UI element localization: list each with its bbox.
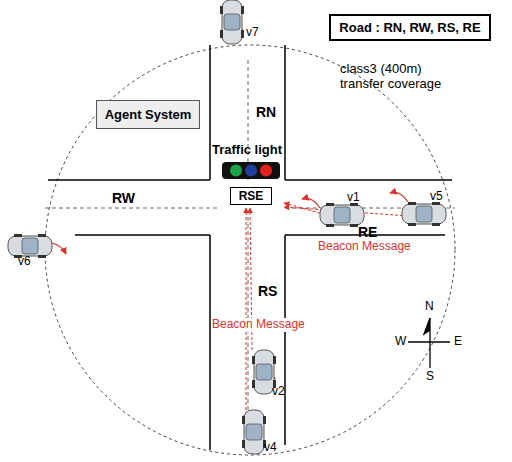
- node-text: RSE: [239, 189, 264, 203]
- node-text: Road : RN, RW, RS, RE: [339, 20, 480, 35]
- road-name: RE: [358, 224, 377, 240]
- node-text: Agent System: [105, 107, 192, 122]
- compass-letter: S: [426, 370, 434, 384]
- vehicle-id: v1: [347, 191, 360, 205]
- rse-box: RSE: [230, 187, 273, 205]
- beacon-label: Beacon Message: [212, 318, 305, 332]
- road-name: RW: [112, 190, 135, 206]
- coverage-label: class3 (400m) transfer coverage: [340, 62, 460, 92]
- vehicle-id: v2: [272, 385, 285, 399]
- road-edges: [48, 45, 452, 450]
- vehicle-id: v5: [430, 190, 443, 204]
- vehicle-id: v7: [246, 26, 259, 40]
- vehicle-id: v4: [264, 441, 277, 455]
- agent-box: Agent System: [96, 100, 201, 129]
- compass-letter: N: [425, 300, 434, 314]
- traffic-light-label: Traffic light: [212, 143, 282, 158]
- coverage-circle: [45, 45, 455, 455]
- beacon-arrows: [246, 203, 408, 420]
- traffic-light: [222, 162, 280, 179]
- compass: [408, 318, 450, 368]
- road-name: RN: [256, 104, 276, 120]
- compass-letter: W: [395, 335, 406, 349]
- turn-indicator: [52, 192, 408, 452]
- legend-box: Road : RN, RW, RS, RE: [329, 14, 490, 41]
- compass-letter: E: [454, 335, 462, 349]
- vehicle-id: v6: [18, 255, 31, 269]
- road-name: RS: [258, 283, 277, 299]
- beacon-label: Beacon Message: [318, 240, 411, 254]
- lane-centre: [45, 60, 455, 445]
